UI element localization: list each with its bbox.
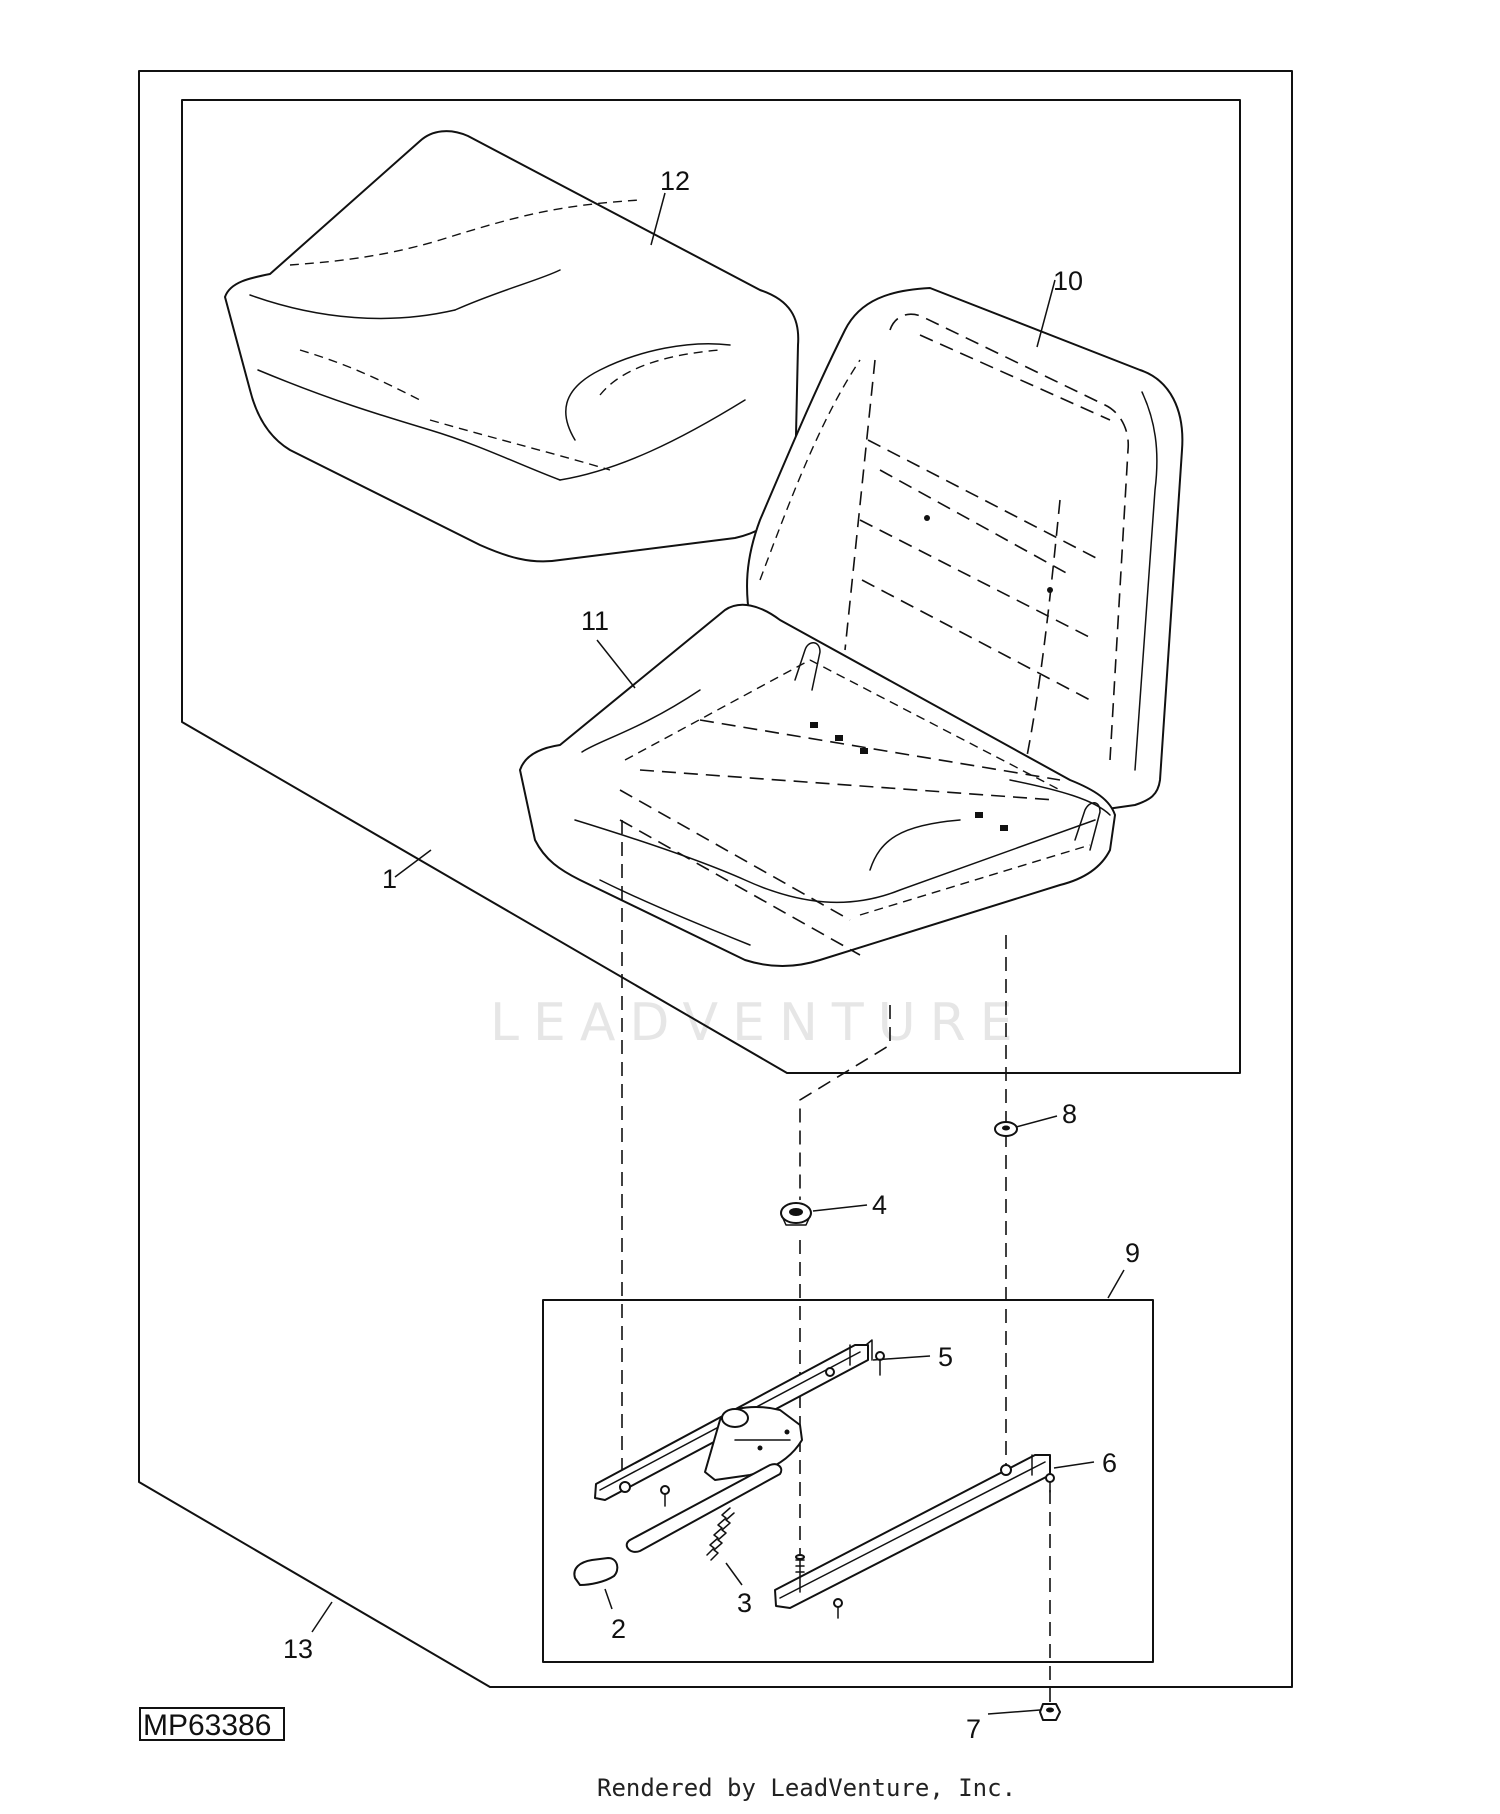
callout-5: 5 [938, 1342, 953, 1372]
seat-assembly-boundary [181, 99, 1241, 1074]
watermark-text: LEADVENTURE [490, 993, 1027, 1053]
footer-credit: Rendered by LeadVenture, Inc. [597, 1774, 1016, 1802]
slide-rail-part-5 [594, 1339, 885, 1553]
figure-id: MP63386 [139, 1707, 285, 1742]
callout-1: 1 [382, 864, 397, 894]
figure-id-text: MP63386 [143, 1709, 271, 1742]
callout-13: 13 [283, 1634, 313, 1664]
callout-7: 7 [966, 1714, 981, 1744]
seat-back [746, 287, 1184, 811]
assembly-lines [621, 820, 1051, 1710]
callout-10: 10 [1053, 266, 1083, 296]
handle-cap-part-2 [573, 1557, 619, 1586]
callout-3: 3 [737, 1588, 752, 1618]
washer-part-8 [994, 1121, 1018, 1137]
outer-kit-boundary [138, 70, 1293, 1688]
seat-bottom [519, 603, 1116, 967]
callout-9: 9 [1125, 1238, 1140, 1268]
callout-11: 11 [581, 606, 609, 636]
callout-4: 4 [872, 1190, 887, 1220]
callout-2: 2 [611, 1614, 626, 1644]
callout-8: 8 [1062, 1099, 1077, 1129]
callout-labels: 12 10 11 1 8 4 9 5 6 3 2 13 7 [283, 166, 1140, 1744]
slide-rail-part-6 [774, 1454, 1055, 1619]
callout-6: 6 [1102, 1448, 1117, 1478]
leader-lines [311, 192, 1125, 1715]
spring-part-3 [706, 1507, 735, 1561]
callout-12: 12 [660, 166, 690, 196]
grommet-part-4 [780, 1202, 812, 1226]
seat-cushion [224, 130, 800, 563]
hardware-kit-box [542, 1299, 1154, 1663]
nut-part-7 [1039, 1703, 1061, 1721]
